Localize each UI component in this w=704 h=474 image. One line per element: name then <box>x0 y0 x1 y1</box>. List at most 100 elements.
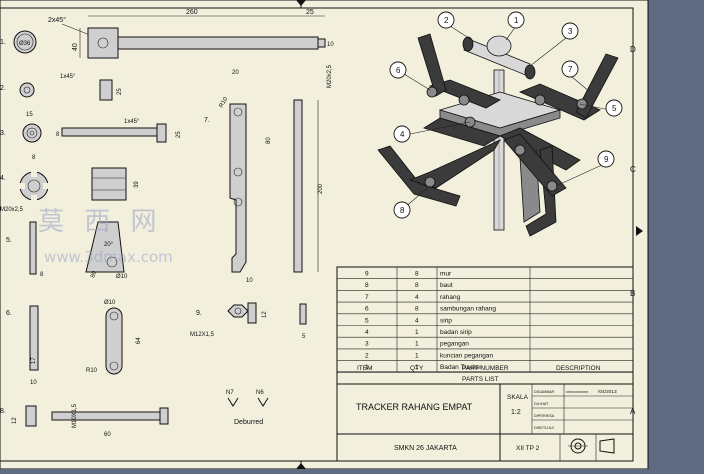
surface-finish: N7 N6 Deburred <box>226 390 269 426</box>
balloon-8: 8 <box>393 201 411 219</box>
parts-row-name: pegangan <box>440 341 469 348</box>
p1-length: 260 <box>186 9 198 16</box>
balloon-5: 5 <box>605 99 623 117</box>
title-block: TRACKER RAHANG EMPAT SKALA 1:2 SMKN 26 J… <box>336 383 634 462</box>
p8-length: 60 <box>104 432 111 438</box>
parts-row-item: 1 <box>365 364 369 371</box>
svg-text:2: 2 <box>444 16 449 25</box>
svg-text:9: 9 <box>604 155 609 164</box>
p4-thread: M20x2,5 <box>0 207 24 213</box>
drawing-title: TRACKER RAHANG EMPAT <box>356 402 473 412</box>
parts-row-item: 6 <box>365 306 369 313</box>
p6-length: 64 <box>136 337 142 344</box>
svg-text:7: 7 <box>568 65 573 74</box>
p3-chamfer: 1x45° <box>124 119 140 125</box>
parts-row-name: rahang <box>440 294 461 301</box>
parts-row-item: 8 <box>365 282 369 289</box>
parts-row-name: mur <box>440 271 452 278</box>
parts-row-name: sambungan rahang <box>440 306 496 313</box>
parts-row-qty: 1 <box>415 352 419 359</box>
p1-end-dia: 10 <box>327 42 334 48</box>
parts-row-item: 7 <box>365 294 369 301</box>
p5-angle: 20° <box>104 242 114 248</box>
p3-number: 3. <box>0 130 6 137</box>
assembly-isometric-view: 1 2 3 4 5 6 7 8 9 <box>377 11 623 237</box>
p8-number: 8. <box>0 408 6 415</box>
svg-text:6: 6 <box>396 66 401 75</box>
parts-row-qty: 1 <box>415 341 419 348</box>
view-part-3: 3. 15 8 1x45° 25 <box>0 112 182 143</box>
view-part-9: 9. M12X1,5 12 5 <box>190 302 307 340</box>
balloon-7: 7 <box>561 60 579 78</box>
balloon-6: 6 <box>389 61 407 79</box>
p7-bottom: 10 <box>246 278 253 284</box>
parts-list-table: ITEM QTY PART NUMBER DESCRIPTION PARTS L… <box>336 266 634 385</box>
p6-hole: Ø10 <box>104 300 116 306</box>
zone-letter-c: C <box>630 165 636 174</box>
p3-shaft-dia: 8 <box>56 132 60 138</box>
p4-number: 4. <box>0 175 6 182</box>
svg-text:5: 5 <box>612 104 617 113</box>
p1-number: 1. <box>0 39 6 46</box>
role-approved: DISETUJUI <box>534 426 554 430</box>
p1-diameter: Ø36 <box>19 41 31 47</box>
parts-row-name: baut <box>440 282 453 289</box>
parts-row-qty: 4 <box>415 317 419 324</box>
role-checked: DILIHAT <box>534 402 549 406</box>
view-part-4: 4. 8 M20x2,5 39 <box>0 155 140 213</box>
drawing-frame <box>0 7 634 462</box>
p1-end-len: 25 <box>306 9 314 16</box>
balloon-1: 1 <box>507 11 525 29</box>
p5-bevel: 89 <box>90 270 98 279</box>
p4-height: 39 <box>134 181 140 188</box>
watermark-url: www.3dmax.com <box>44 248 173 266</box>
parts-row-qty: 8 <box>415 306 419 313</box>
parts-row-name: badan sirip <box>440 329 472 336</box>
parts-row-qty: 4 <box>415 294 419 301</box>
parts-row-name: Badan Tracker <box>440 364 483 371</box>
p1-height: 40 <box>72 43 79 51</box>
parts-header-part-number: PART NUMBER <box>462 365 509 372</box>
parts-row-name: kuncian pegangan <box>440 352 494 359</box>
p2-height: 25 <box>117 88 123 95</box>
svg-text:8: 8 <box>400 206 405 215</box>
p7-top: 20 <box>232 70 239 76</box>
p5-hole: Ø10 <box>116 274 128 280</box>
p7-number: 7. <box>204 117 210 124</box>
finish-n6: N6 <box>256 390 264 396</box>
finish-n7: N7 <box>226 390 234 396</box>
p5-width: 8 <box>40 272 44 278</box>
p1-thread: M20x2,5 <box>327 64 333 88</box>
view-part-5: 5. 8 20° 89 Ø10 <box>6 221 128 280</box>
parts-row-item: 5 <box>365 317 369 324</box>
parts-row-qty: 8 <box>415 282 419 289</box>
p2-number: 2. <box>0 85 6 92</box>
p7-radius: R10 <box>219 96 230 109</box>
svg-text:3: 3 <box>568 27 573 36</box>
view-part-8: 8. 12 M10X1,5 60 <box>0 403 169 438</box>
p7-inner: 80 <box>266 137 272 144</box>
parts-row-qty: 8 <box>415 271 419 278</box>
class-label: XII TP 2 <box>516 445 540 452</box>
parts-row-qty: 1 <box>415 364 419 371</box>
scale-label: SKALA <box>507 394 529 401</box>
p5-number: 5. <box>6 237 12 244</box>
parts-row-qty: 1 <box>415 329 419 336</box>
scale-value: 1:2 <box>511 409 521 416</box>
parts-header-item: ITEM <box>357 365 373 372</box>
role-examined: DIPERIKSA <box>534 414 555 418</box>
svg-text:4: 4 <box>400 130 405 139</box>
p6-radius: R10 <box>86 368 98 374</box>
p4-hole-dia: 8 <box>32 155 36 161</box>
p6-height: 17 <box>31 357 37 364</box>
parts-row-item: 4 <box>365 329 369 336</box>
zone-letter-d: D <box>630 45 636 54</box>
p3-width: 15 <box>26 112 33 118</box>
balloon-2: 2 <box>437 11 455 29</box>
view-part-6: 6. 17 10 Ø10 64 R10 <box>6 300 142 386</box>
balloon-4: 4 <box>393 125 411 143</box>
watermark: 莫 西 网 www.3dmax.com <box>38 207 173 266</box>
parts-header-description: DESCRIPTION <box>556 365 601 372</box>
parts-row-item: 2 <box>365 352 369 359</box>
